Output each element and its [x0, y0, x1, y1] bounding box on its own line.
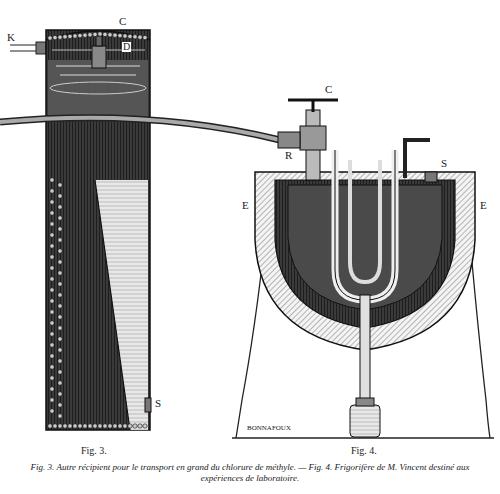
- transport-cylinder: [10, 30, 151, 430]
- engraver-signature: BONNAFOUX: [246, 425, 292, 432]
- callout-letter: S: [440, 158, 448, 169]
- callout-letter: C: [324, 84, 333, 95]
- callout-letter: R: [284, 150, 293, 161]
- figure-number: Fig. 4.: [350, 446, 378, 456]
- callout-letter: E: [479, 200, 488, 211]
- figure-caption: Fig. 3. Autre récipient pour le transpor…: [18, 462, 482, 485]
- callout-letter: C: [118, 16, 127, 27]
- figure-number: Fig. 3.: [80, 446, 108, 456]
- callout-letter: S: [154, 398, 162, 409]
- callout-letter: K: [6, 32, 16, 43]
- callout-letter: E: [241, 200, 250, 211]
- vincent-refrigerator: [0, 100, 494, 438]
- callout-letter: D: [122, 42, 131, 52]
